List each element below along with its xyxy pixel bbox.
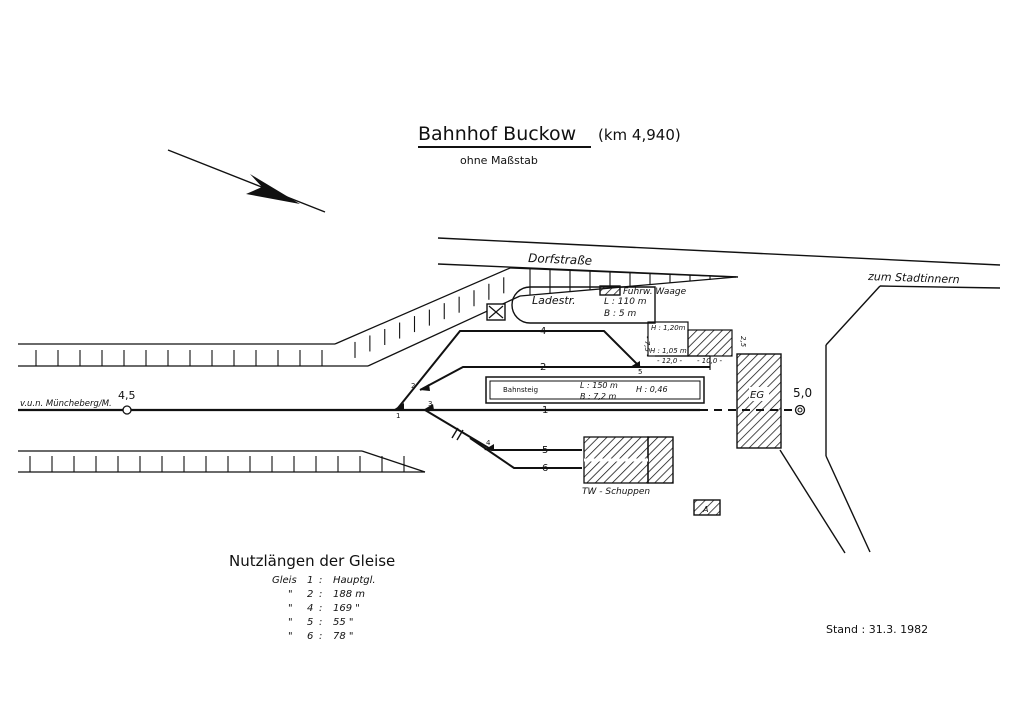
rampe-dim-v2: 2,5 [739,336,747,348]
plan-subtitle: ohne Maßstab [460,154,538,167]
bahnsteig-name: Bahnsteig [503,386,538,394]
rampe-dim-v1: - 7,5 - [643,336,651,357]
km-4-5-marker-icon [122,405,132,415]
row-track-number: 4 [307,603,313,614]
row-length: 78 " [333,631,354,642]
eg-label: EG [750,390,764,401]
stadtinnern-label: zum Stadtinnern [867,270,960,286]
km-right-label: 5,0 [793,386,812,400]
switch-2-label: 2 [411,382,415,390]
track-5 [424,409,582,451]
water-crane-icon [486,303,506,321]
track-2-label: 2 [540,362,546,373]
bahnsteig-height: H : 0,46 [636,385,668,394]
row-separator: : [319,589,322,600]
tw-schuppen [583,436,674,484]
row-track-number: 5 [307,617,313,628]
row-length: 55 " [333,617,354,628]
usable-lengths-heading: Nutzlängen der Gleise [229,552,395,570]
ladestrasse-length: L : 110 m [604,297,647,307]
row-length: 169 " [333,603,360,614]
track-6-label: 6 [542,463,548,474]
switch-1-label: 1 [396,412,400,420]
row-track-number: 1 [307,575,313,586]
bahnsteig-platform [485,376,705,404]
switch-4-label: 4 [486,439,491,447]
row-length: 188 m [333,589,365,600]
track-1-label: 1 [542,405,548,416]
row-mark: " [288,603,293,614]
row-separator: : [319,575,322,586]
row-separator: : [319,617,322,628]
ladestrasse-area [511,286,656,324]
track-6 [469,437,582,469]
row-track-number: 6 [307,631,313,642]
tw-schuppen-label: TW - Schuppen [582,487,650,497]
route-label: v.u.n. Müncheberg/M. [20,399,112,409]
rampe-dim-2: - 10,0 - [697,357,723,365]
dorfstrasse-label: Dorfstraße [528,251,592,268]
rampe-height-2: H : 1,05 m [650,347,687,355]
bahnsteig-width: B : 7,2 m [580,392,617,401]
plan-km: (km 4,940) [598,126,681,144]
ladestrasse-name: Ladestr. [532,294,576,307]
building-a-label: A [702,505,708,514]
rampe-dim-1: - 12,0 - [657,357,683,365]
row-track-number: 2 [307,589,313,600]
track-5-label: 5 [542,445,548,456]
track-2 [419,366,710,391]
track-4-label: 4 [540,326,546,337]
km-left-label: 4,5 [118,389,136,402]
switch-markers [393,361,640,451]
lower-embankment [18,450,426,473]
loading-ramp [647,321,733,370]
north-arrow-icon [167,149,326,213]
waage-label: Fuhrw. Waage [623,287,687,297]
row-separator: : [319,603,322,614]
track-barrier-icon [451,427,464,441]
stadtinnern-road [779,285,1001,554]
ladestrasse-width: B : 5 m [604,309,637,319]
row-mark: " [288,617,293,628]
building-a [693,499,721,516]
row-mark: Gleis [272,575,297,586]
stand-date: Stand : 31.3. 1982 [826,623,928,636]
km-5-0-marker-icon [794,404,806,416]
row-separator: : [319,631,322,642]
bahnsteig-length: L : 150 m [580,381,618,390]
switch-5-label: 5 [638,368,642,376]
row-length: Hauptgl. [333,575,376,586]
plan-title: Bahnhof Buckow [418,123,576,145]
row-mark: " [288,589,293,600]
track-4 [397,330,641,409]
fuhrwerkswaage [599,285,621,296]
switch-3-label: 3 [428,400,432,408]
rampe-height-1: H : 1,20m [651,324,686,332]
row-mark: " [288,631,293,642]
